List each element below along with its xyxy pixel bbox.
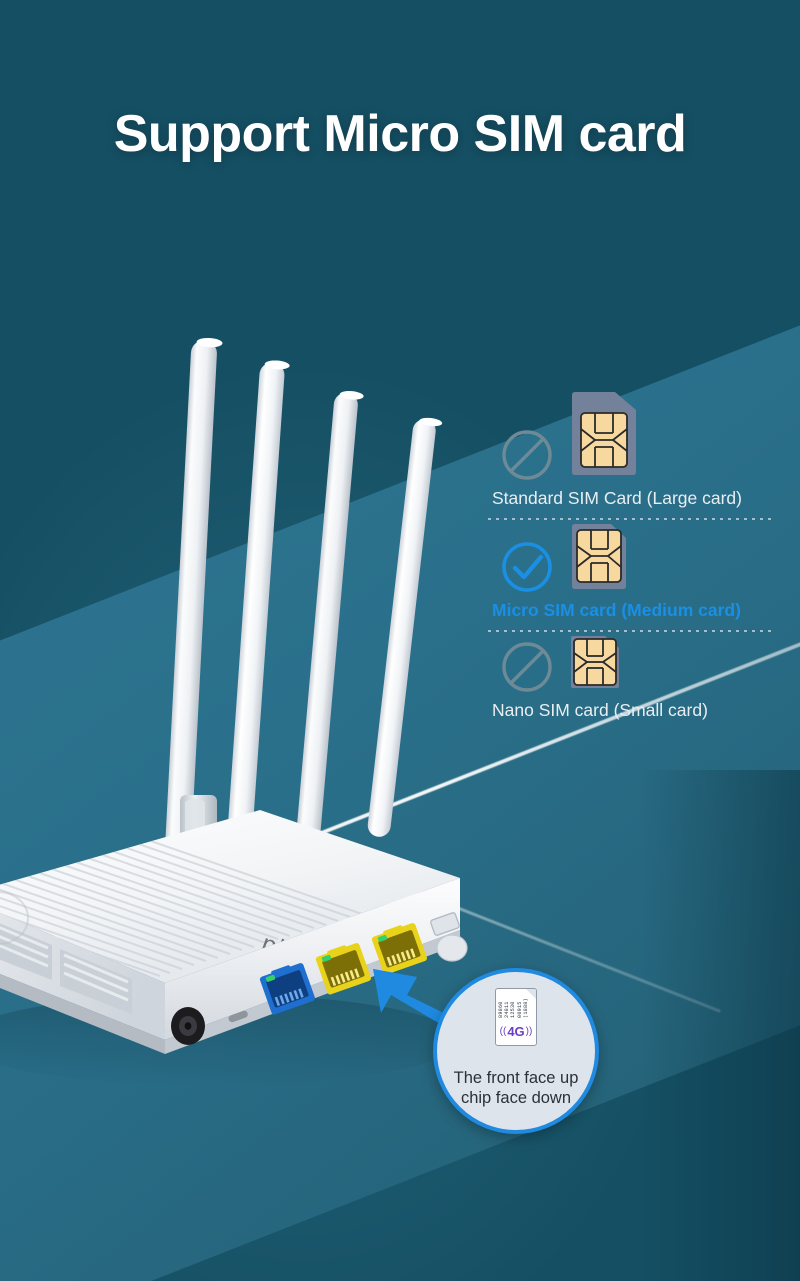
standard-sim-card-graphic	[570, 391, 638, 482]
sim-row-micro: Micro SIM card (Medium card)	[488, 520, 773, 632]
antenna-3	[296, 390, 364, 844]
sim-serial-numbers: 89860 24811 12530 00915 (1888)	[498, 992, 533, 1018]
page-title: Support Micro SIM card	[113, 105, 687, 163]
sim-label-micro: Micro SIM card (Medium card)	[492, 600, 741, 620]
sim-row-standard: Standard SIM Card (Large card)	[488, 392, 773, 520]
sim-network-badge: (( 4G ))	[496, 1025, 536, 1038]
left-face-emblem	[0, 891, 29, 945]
callout-sim-card-graphic: 89860 24811 12530 00915 (1888) (( 4G ))	[495, 988, 537, 1046]
sim-orientation-callout: 89860 24811 12530 00915 (1888) (( 4G )) …	[433, 968, 599, 1134]
prohibited-icon	[500, 640, 554, 694]
router-top-face	[0, 810, 460, 983]
callout-caption-line2: chip face down	[460, 1088, 572, 1107]
lan-port-2	[371, 923, 427, 975]
lan-port-1	[315, 943, 371, 995]
wan-port	[259, 963, 315, 1015]
sim-serial-3: 00915	[516, 1001, 523, 1018]
sim-divider-2	[488, 630, 773, 632]
micro-sim-card-graphic	[570, 523, 628, 594]
wps-button	[436, 934, 468, 962]
sim-network-label: 4G	[507, 1024, 525, 1039]
side-vents	[0, 923, 132, 1014]
prohibited-icon	[500, 428, 554, 482]
nano-sim-card-graphic	[570, 635, 620, 694]
check-circle-icon	[500, 540, 554, 594]
antenna-2	[226, 360, 290, 852]
sim-serial-2: 12530	[510, 1001, 517, 1018]
reset-slot	[228, 1010, 248, 1023]
sim-card-slot	[430, 912, 460, 936]
signal-wave-right-icon: ))	[525, 1025, 533, 1037]
antenna-1	[165, 337, 223, 860]
router-product-illustration: plery	[0, 337, 520, 1140]
signal-wave-left-icon: ((	[499, 1025, 507, 1037]
sim-row-nano: Nano SIM card (Small card)	[488, 632, 773, 721]
sim-serial-4: (1888)	[522, 998, 529, 1018]
sim-corner-cut	[525, 989, 536, 1000]
callout-caption-line1: The front face up	[453, 1069, 579, 1088]
sim-label-nano: Nano SIM card (Small card)	[492, 700, 708, 720]
sim-divider-1	[488, 518, 773, 520]
sim-compatibility-list: Standard SIM Card (Large card)	[488, 392, 773, 721]
antenna-4	[367, 417, 443, 837]
floor-right-shadow	[640, 770, 800, 1281]
router-front-face	[165, 878, 460, 1040]
sim-label-standard: Standard SIM Card (Large card)	[492, 488, 742, 508]
callout-caption: The front face up chip face down	[437, 1069, 595, 1108]
power-jack	[171, 1007, 205, 1045]
